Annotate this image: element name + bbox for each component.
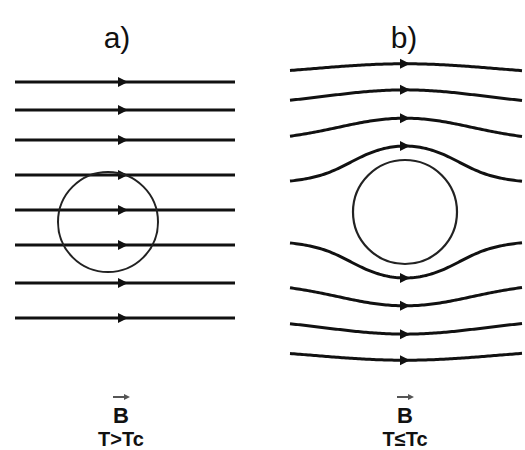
field-line (290, 146, 522, 181)
panel-label: a) (104, 23, 131, 53)
vector-arrow (397, 394, 414, 400)
field-line (290, 243, 522, 278)
vector-arrow (113, 394, 130, 400)
field-arrowhead (118, 205, 128, 215)
superconductor-circle (353, 160, 457, 264)
field-arrowhead (118, 135, 128, 145)
sample-circle (58, 172, 158, 272)
field-arrowhead (400, 273, 410, 283)
field-arrowhead (400, 329, 410, 339)
field-arrowhead (400, 355, 410, 365)
field-arrowhead (400, 59, 410, 69)
field-symbol: B (397, 405, 413, 427)
field-lines-normal (15, 77, 235, 323)
field-arrowhead (118, 105, 128, 115)
field-arrowhead (118, 278, 128, 288)
field-arrowhead (118, 77, 128, 87)
field-arrowhead (400, 301, 410, 311)
field-line (290, 288, 522, 306)
field-arrowhead (118, 240, 128, 250)
field-arrowhead (118, 313, 128, 323)
field-arrowhead (400, 85, 410, 95)
temperature-condition: T>Tc (98, 429, 144, 449)
field-arrowhead (400, 113, 410, 123)
field-lines-superconducting (290, 59, 522, 365)
temperature-condition: T≤Tc (382, 429, 427, 449)
field-line (290, 118, 522, 136)
field-arrowhead (400, 141, 410, 151)
panel-label: b) (391, 23, 418, 53)
field-symbol: B (113, 405, 129, 427)
